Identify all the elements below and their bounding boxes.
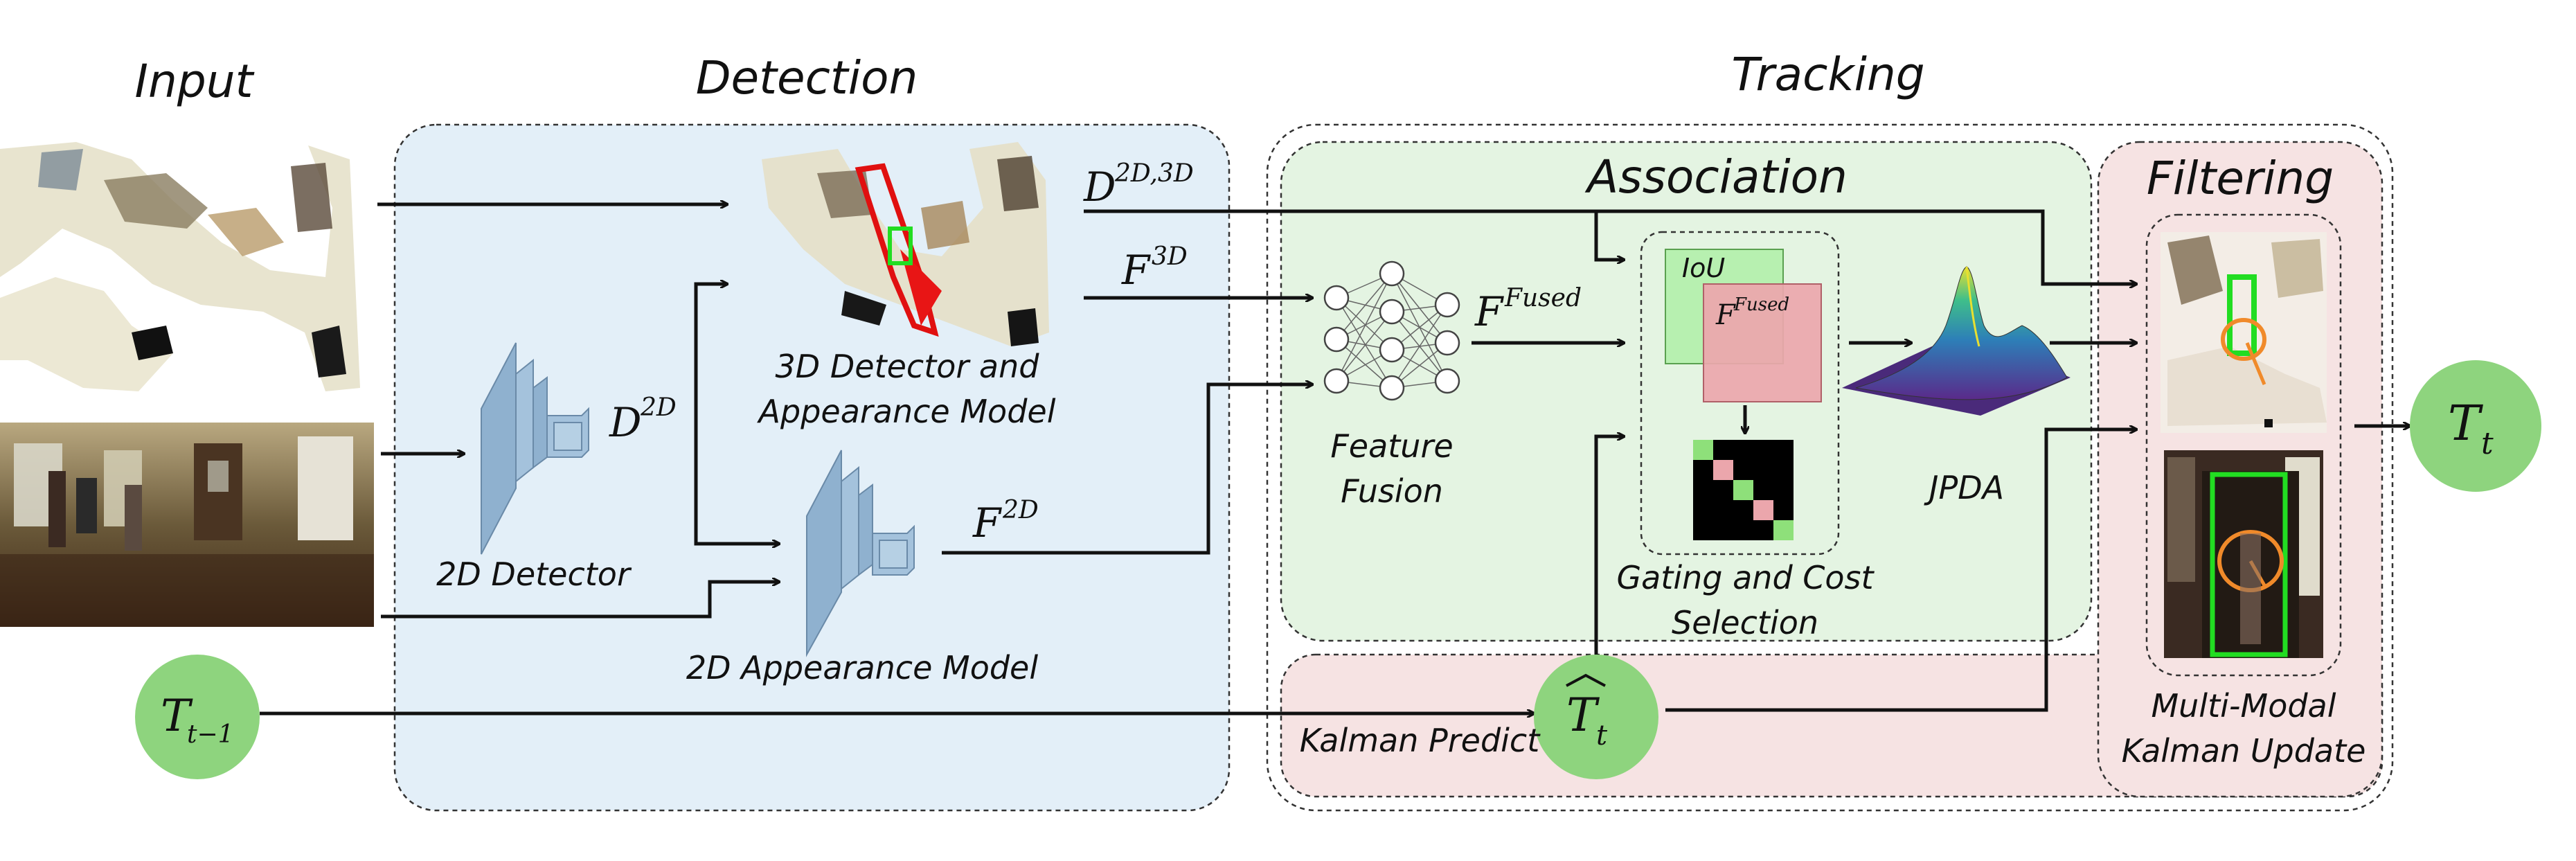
svg-text:2D: 2D xyxy=(1002,496,1039,524)
arrow-d2d3d-to-gating xyxy=(1084,209,1624,260)
svg-text:Fused: Fused xyxy=(1733,294,1789,315)
arrow-f2d-to-fusion xyxy=(942,384,1312,555)
svg-text:t−1: t−1 xyxy=(187,720,234,749)
filtering-header: Filtering xyxy=(2147,152,2334,205)
2d-appearance-cnn-icon xyxy=(806,450,915,657)
svg-text:t: t xyxy=(1596,720,1608,752)
svg-text:F: F xyxy=(1474,288,1504,335)
feature-fusion-label-line2: Fusion xyxy=(1341,472,1443,510)
gating-box xyxy=(1640,231,1840,556)
svg-text:T: T xyxy=(161,691,193,742)
t-out-label: T t xyxy=(2448,395,2494,461)
jpda-label: JPDA xyxy=(1924,469,2004,506)
jpda-surface-plot xyxy=(1842,266,2070,416)
svg-text:D: D xyxy=(609,399,642,446)
2d-detector-cnn-icon xyxy=(481,342,589,555)
kalman-predict-label: Kalman Predict xyxy=(1300,722,1541,759)
feature-fusion-network-icon xyxy=(1323,260,1460,401)
t-pred-label: T t xyxy=(1566,673,1608,752)
t-pred-node xyxy=(1534,655,1658,779)
svg-text:Fused: Fused xyxy=(1504,284,1582,312)
f-3d-label: F 3D xyxy=(1121,242,1188,294)
input-header: Input xyxy=(135,55,255,108)
gating-label-line1: Gating and Cost xyxy=(1616,559,1875,596)
svg-text:T: T xyxy=(1566,689,1600,742)
arrow-d2d-to-2d-appearance xyxy=(694,436,779,544)
svg-text:2D: 2D xyxy=(640,393,677,422)
svg-text:F: F xyxy=(1715,299,1736,331)
f-fused-label: F Fused xyxy=(1474,284,1582,335)
svg-text:F: F xyxy=(1121,247,1151,294)
feature-fusion-label-line1: Feature xyxy=(1330,427,1453,465)
multi-modal-update-box xyxy=(2145,213,2342,677)
iou-label: IoU xyxy=(1682,253,1725,283)
3d-detector-image xyxy=(762,142,1049,346)
filter-camera-image xyxy=(2164,450,2323,658)
d-2d-label: D 2D xyxy=(609,393,677,446)
svg-text:3D: 3D xyxy=(1152,242,1188,271)
svg-text:D: D xyxy=(1083,163,1116,211)
2d-appearance-label: 2D Appearance Model xyxy=(686,649,1038,686)
arrow-d2d3d-to-filter xyxy=(1596,209,2136,284)
svg-text:t: t xyxy=(2481,426,2494,461)
point-cloud-input-image xyxy=(0,142,360,391)
fused-cost-box xyxy=(1703,283,1822,402)
fused-cost-label: F Fused xyxy=(1715,294,1789,331)
tracking-header: Tracking xyxy=(1731,48,1924,101)
t-prev-node xyxy=(135,655,260,779)
detection-header: Detection xyxy=(696,51,918,105)
3d-detector-label-line1: 3D Detector and xyxy=(776,348,1040,385)
svg-text:2D,3D: 2D,3D xyxy=(1114,159,1194,188)
svg-text:T: T xyxy=(2448,395,2483,452)
association-header: Association xyxy=(1584,150,1848,204)
arrows xyxy=(260,204,2410,713)
arrow-camera-to-2d-appearance xyxy=(381,582,779,619)
d-2d3d-label: D 2D,3D xyxy=(1083,159,1194,211)
gating-label-line2: Selection xyxy=(1672,604,1818,641)
association-panel xyxy=(1280,141,2093,642)
filter-point-cloud-image xyxy=(2161,232,2327,433)
2d-detector-label: 2D Detector xyxy=(436,556,632,593)
arrow-predict-to-gating xyxy=(1594,436,1624,655)
t-prev-label: T t−1 xyxy=(161,691,234,749)
svg-text:F: F xyxy=(972,499,1002,547)
tracking-panel xyxy=(1266,123,2394,812)
mm-update-label-line1: Multi-Modal xyxy=(2151,687,2336,725)
mm-update-label-line2: Kalman Update xyxy=(2122,732,2366,770)
arrow-d2d-to-3d xyxy=(694,284,727,436)
arrow-predict-to-filter xyxy=(1665,429,2136,712)
3d-detector-label-line2: Appearance Model xyxy=(757,393,1056,430)
assignment-matrix xyxy=(1693,440,1794,540)
camera-input-image xyxy=(0,423,374,627)
f-2d-label: F 2D xyxy=(972,496,1039,547)
t-out-node xyxy=(2410,360,2541,492)
